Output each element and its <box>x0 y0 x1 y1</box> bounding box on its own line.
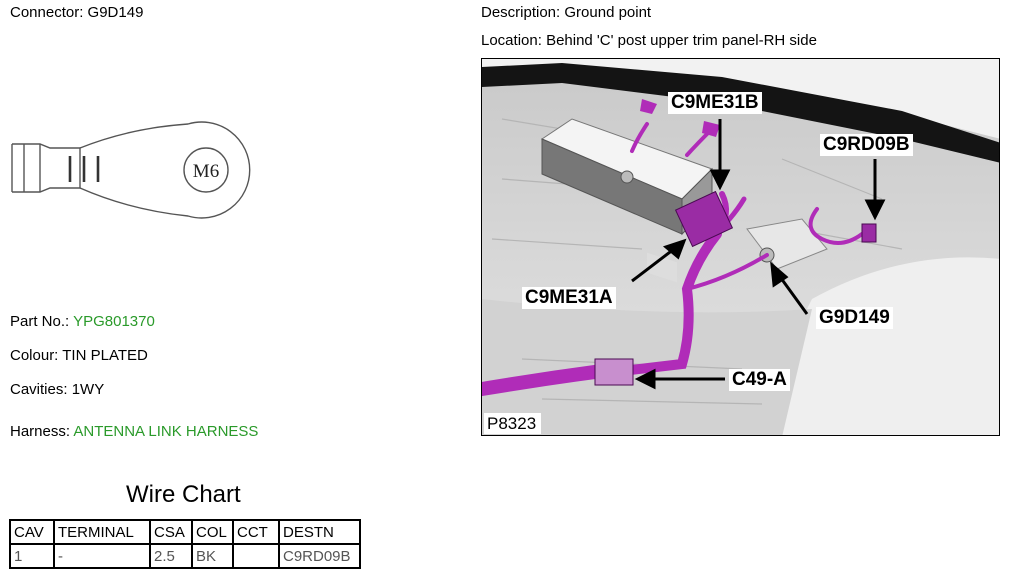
description-label: Description: <box>481 4 561 21</box>
col-header-col: COL <box>191 519 234 545</box>
cell-col: BK <box>191 543 234 569</box>
callout-c9me31a: C9ME31A <box>522 287 616 309</box>
cavities-line: Cavities: 1WY <box>10 381 104 398</box>
colour-label: Colour: <box>10 347 59 364</box>
cell-terminal: - <box>53 543 151 569</box>
part-number-label: Part No.: <box>10 313 70 330</box>
colour-line: Colour: TIN PLATED <box>10 347 148 364</box>
callout-c49a: C49-A <box>729 369 790 391</box>
location-line: Location: Behind 'C' post upper trim pan… <box>481 32 817 49</box>
cell-csa: 2.5 <box>149 543 193 569</box>
cell-destn: C9RD09B <box>278 543 361 569</box>
part-number-link[interactable]: YPG801370 <box>73 313 155 330</box>
callout-c9me31b: C9ME31B <box>668 92 762 114</box>
part-number-line: Part No.: YPG801370 <box>10 313 155 330</box>
harness-line: Harness: ANTENNA LINK HARNESS <box>10 423 258 440</box>
stud-size-label: M6 <box>193 161 219 182</box>
connector-value: G9D149 <box>87 4 144 21</box>
photo-reference-id: P8323 <box>484 413 542 434</box>
wire-chart-table: CAV TERMINAL CSA COL CCT DESTN 1 - 2.5 B… <box>9 519 361 569</box>
cavities-value: 1WY <box>71 381 105 398</box>
wire-chart-title: Wire Chart <box>126 481 241 508</box>
col-header-cav: CAV <box>9 519 55 545</box>
col-header-terminal: TERMINAL <box>53 519 151 545</box>
connector-line: Connector: G9D149 <box>10 4 143 21</box>
connector-label: Connector: <box>10 4 84 21</box>
description-value: Ground point <box>564 4 652 21</box>
col-header-cct: CCT <box>232 519 280 545</box>
location-label: Location: <box>481 32 542 49</box>
colour-value: TIN PLATED <box>62 347 148 364</box>
callout-g9d149: G9D149 <box>816 307 893 329</box>
cavities-label: Cavities: <box>10 381 68 398</box>
col-header-csa: CSA <box>149 519 193 545</box>
location-illustration: C9ME31B C9RD09B C9ME31A G9D149 C49-A P83… <box>481 58 1000 436</box>
ring-terminal-drawing: M6 <box>11 121 251 219</box>
table-row: 1 - 2.5 BK C9RD09B <box>9 543 361 569</box>
description-line: Description: Ground point <box>481 4 651 21</box>
cell-cct <box>232 543 280 569</box>
col-header-destn: DESTN <box>278 519 361 545</box>
cell-cav: 1 <box>9 543 55 569</box>
harness-link[interactable]: ANTENNA LINK HARNESS <box>73 423 259 440</box>
callout-c9rd09b: C9RD09B <box>820 134 913 156</box>
wire-chart-header-row: CAV TERMINAL CSA COL CCT DESTN <box>9 519 361 545</box>
location-value: Behind 'C' post upper trim panel-RH side <box>546 32 817 49</box>
harness-label: Harness: <box>10 423 71 440</box>
